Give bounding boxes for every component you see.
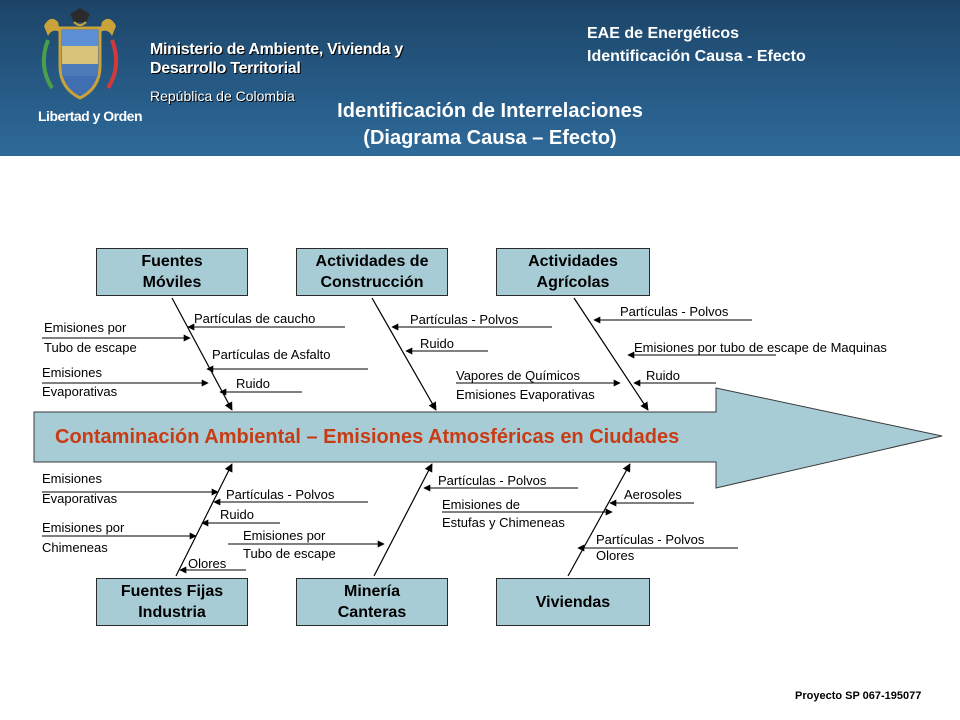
- republic-name: República de Colombia: [150, 88, 295, 104]
- title-line-2: (Diagrama Causa – Efecto): [363, 127, 617, 149]
- cause-label: Olores: [596, 548, 635, 563]
- cause-label: Vapores de Químicos: [456, 368, 581, 383]
- category-label: Construcción: [320, 274, 424, 291]
- cause-label: Emisiones de: [442, 497, 521, 512]
- category-label: Fuentes: [141, 253, 203, 270]
- category-label: Actividades de: [315, 253, 429, 270]
- category-viviendas: Viviendas: [496, 578, 650, 626]
- cause-label: Partículas - Polvos: [438, 473, 547, 488]
- cause-label: Chimeneas: [42, 540, 108, 555]
- cause-label: Partículas - Polvos: [596, 532, 705, 547]
- cause-label: Emisiones: [42, 471, 102, 486]
- cause-label: Partículas de Asfalto: [212, 347, 331, 362]
- cause-label: Evaporativas: [42, 491, 118, 506]
- eae-line-1: EAE de Energéticos: [587, 25, 740, 42]
- cause-label: Emisiones por: [243, 528, 326, 543]
- category-fuentes-fijas: Fuentes Fijas Industria: [96, 578, 248, 626]
- cause-label: Aerosoles: [624, 487, 682, 502]
- cause-label: Estufas y Chimeneas: [442, 515, 565, 530]
- cause-label: Evaporativas: [42, 384, 118, 399]
- effect-arrow-shape: [33, 387, 943, 489]
- cause-label: Partículas - Polvos: [410, 312, 519, 327]
- cause-label: Emisiones por: [42, 520, 125, 535]
- cause-label: Ruido: [646, 368, 680, 383]
- page-title: Identificación de Interrelaciones (Diagr…: [250, 98, 730, 152]
- cause-label: Partículas - Polvos: [620, 304, 729, 319]
- eae-line-2: Identificación Causa - Efecto: [587, 48, 806, 65]
- eae-heading: EAE de Energéticos Identificación Causa …: [587, 22, 806, 68]
- title-line-1: Identificación de Interrelaciones: [337, 100, 643, 122]
- cause-label: Emisiones por: [44, 320, 127, 335]
- ministry-name: Ministerio de Ambiente, Vivienda y Desar…: [150, 40, 460, 78]
- bone-mineria: [373, 463, 433, 577]
- cause-label: Partículas - Polvos: [226, 487, 335, 502]
- cause-label: Ruido: [236, 376, 270, 391]
- bone-viviendas: [567, 463, 631, 577]
- category-mineria: Minería Canteras: [296, 578, 448, 626]
- motto-text: Libertad y Orden: [38, 108, 143, 124]
- cause-label: Tubo de escape: [44, 340, 137, 355]
- cause-label: Emisiones por tubo de escape de Maquinas: [634, 340, 887, 355]
- bone-actividades-construccion: [371, 297, 437, 411]
- effect-label: Contaminación Ambiental – Emisiones Atmo…: [55, 426, 680, 448]
- cause-label: Ruido: [220, 507, 254, 522]
- cause-label: Ruido: [420, 336, 454, 351]
- category-label: Móviles: [142, 274, 202, 291]
- cause-label: Partículas de caucho: [194, 311, 316, 326]
- cause-label: Olores: [188, 556, 227, 571]
- project-code: Proyecto SP 067-195077: [795, 690, 922, 702]
- ministry-line-2: Desarrollo Territorial: [150, 60, 301, 77]
- category-label: Viviendas: [535, 593, 611, 611]
- category-label: Minería: [343, 583, 400, 600]
- category-actividades-construccion: Actividades de Construcción: [296, 248, 448, 296]
- colombia-coat-of-arms-icon: [41, 8, 119, 100]
- category-fuentes-moviles: Fuentes Móviles: [96, 248, 248, 296]
- ministry-line-1: Ministerio de Ambiente, Vivienda y: [150, 41, 403, 58]
- cause-label: Tubo de escape: [243, 546, 336, 561]
- cause-label: Emisiones Evaporativas: [456, 387, 595, 402]
- category-label: Canteras: [337, 604, 407, 621]
- cause-label: Emisiones: [42, 365, 102, 380]
- category-label: Industria: [138, 604, 206, 621]
- category-actividades-agricolas: Actividades Agrícolas: [496, 248, 650, 296]
- header-banner: Libertad y Orden Ministerio de Ambiente,…: [0, 0, 960, 156]
- category-label: Actividades: [528, 253, 618, 270]
- category-label: Fuentes Fijas: [120, 583, 224, 600]
- bone-actividades-agricolas: [573, 297, 649, 411]
- category-label: Agrícolas: [536, 274, 610, 291]
